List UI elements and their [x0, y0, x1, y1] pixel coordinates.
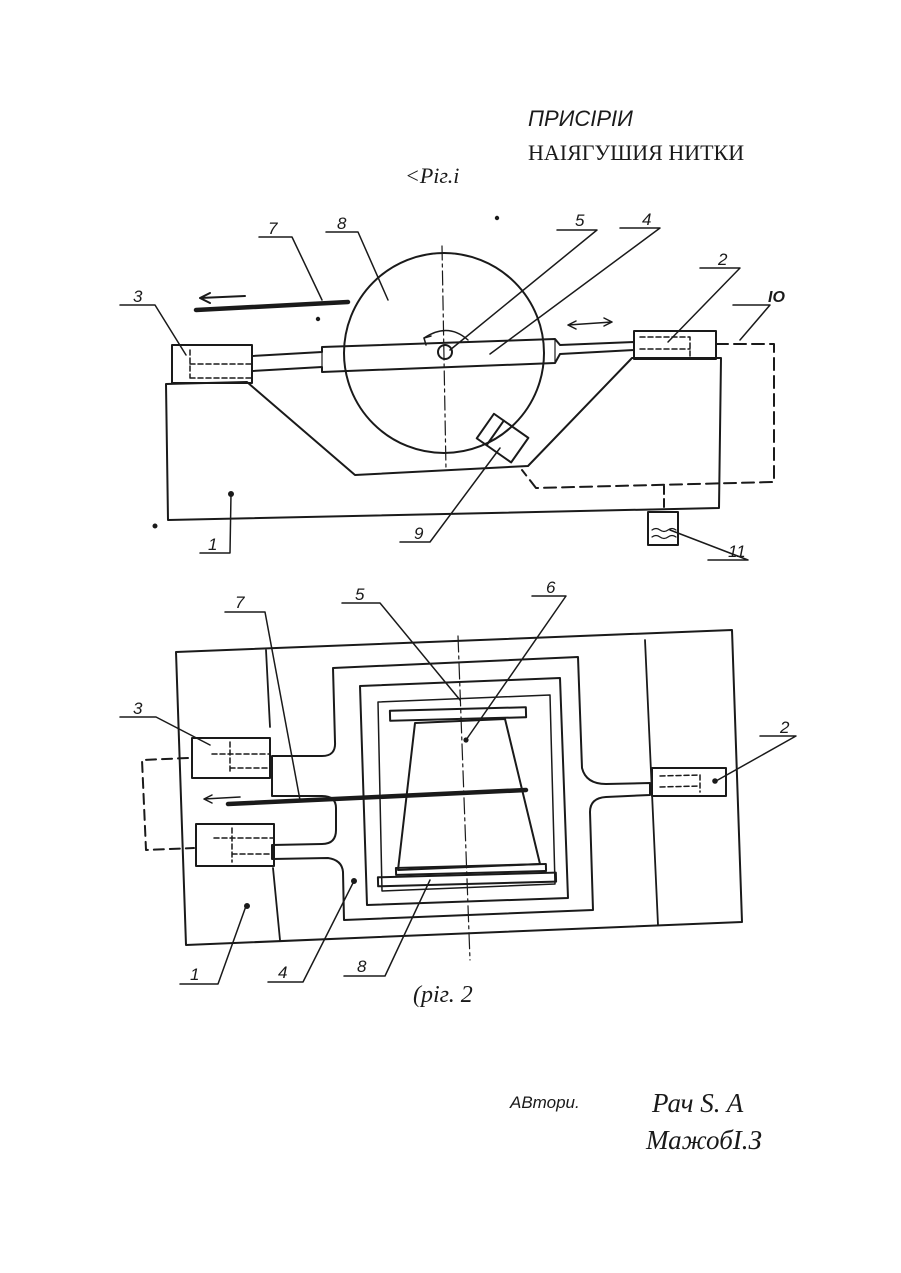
authors-label: ABтори.	[510, 1093, 580, 1113]
fig2-label-3: 3	[133, 699, 143, 718]
fig2-label-4: 4	[278, 963, 287, 982]
clamp-3-upper	[192, 738, 270, 778]
author-name-1: Рач S. A	[652, 1088, 743, 1119]
dashed-loop	[142, 758, 194, 850]
fig2-label-6: 6	[546, 578, 556, 597]
figure-2-caption: (pіг. 2	[413, 982, 473, 1009]
center-axis-2	[458, 636, 470, 960]
fig2-label-1: 1	[190, 965, 199, 984]
fig2-label-7: 7	[235, 593, 245, 612]
fig2-label-8: 8	[357, 957, 367, 976]
fig2-label-5: 5	[355, 585, 365, 604]
chamber-4	[272, 657, 650, 920]
fig2-label-2: 2	[779, 718, 790, 737]
author-name-2: МажобІ.З	[646, 1125, 762, 1156]
clamp-3-lower	[196, 824, 274, 866]
